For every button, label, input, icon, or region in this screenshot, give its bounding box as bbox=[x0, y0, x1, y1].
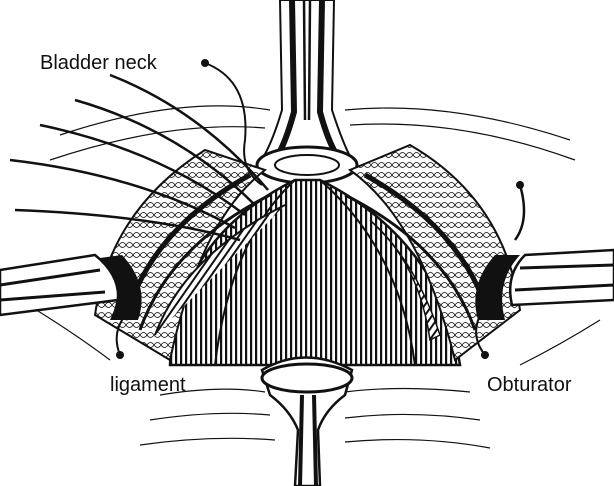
right-bone-structure bbox=[475, 250, 614, 320]
lower-urethra bbox=[262, 358, 352, 486]
left-bone-structure bbox=[0, 255, 142, 320]
bladder-neck-tube bbox=[257, 0, 357, 183]
obturator-label: Obturator bbox=[487, 375, 571, 395]
bladder-neck-label: Bladder neck bbox=[40, 53, 157, 73]
ligament-label: ligament bbox=[110, 375, 186, 395]
